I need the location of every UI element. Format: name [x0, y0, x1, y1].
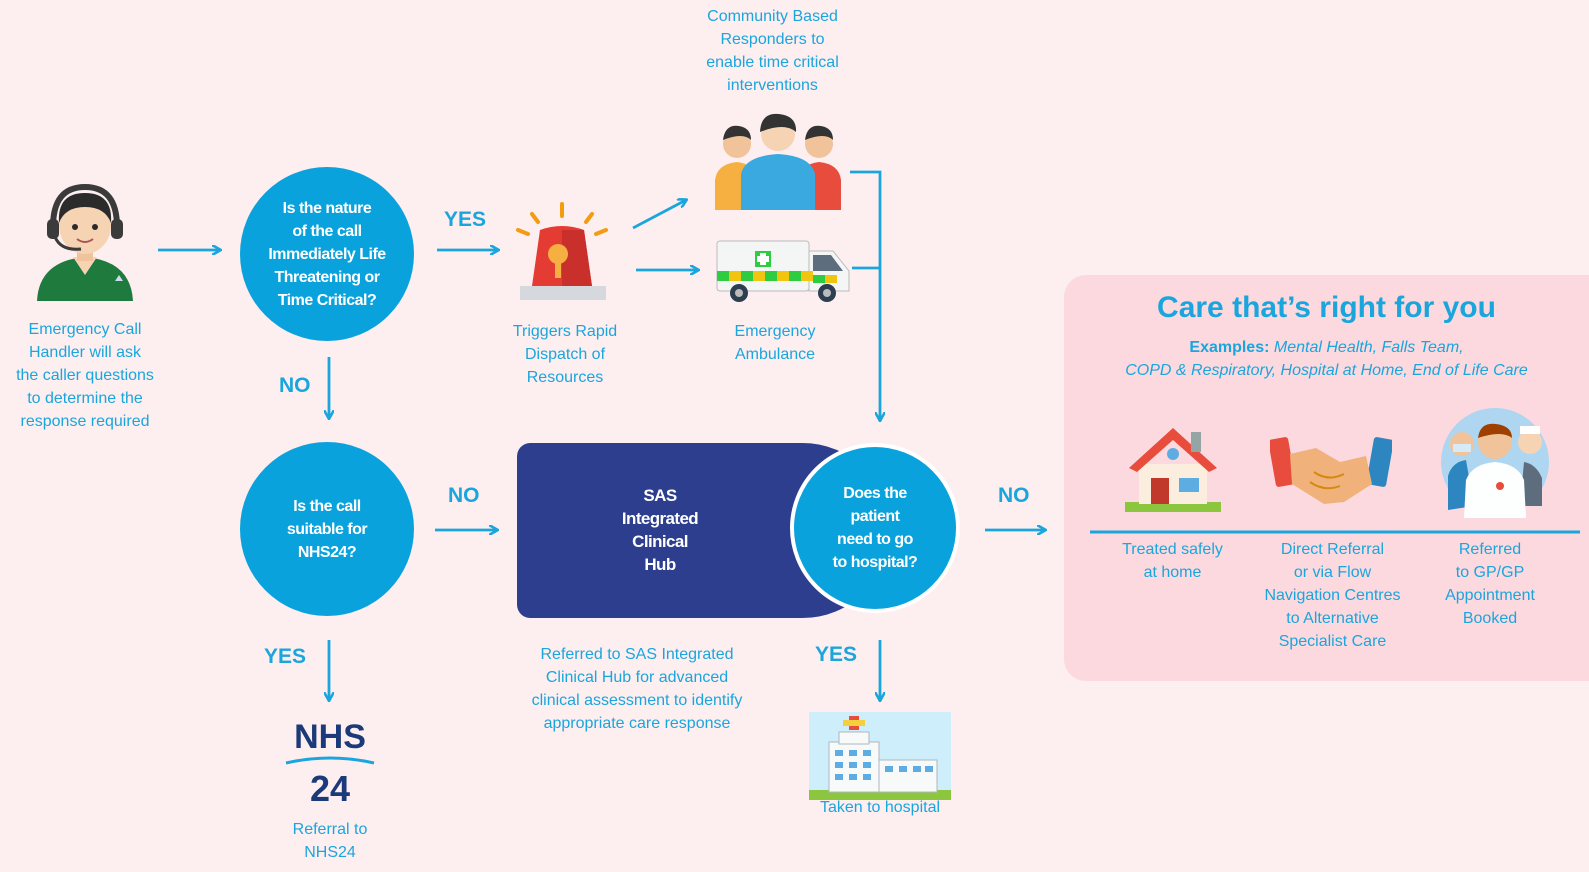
- question-line: need to go: [837, 531, 913, 548]
- hospital-caption: Taken to hospital: [819, 799, 941, 816]
- caption-line: Triggers Rapid: [512, 323, 618, 340]
- question-hospital: Does the patient need to go to hospital?: [790, 443, 960, 613]
- nhs24-logo-top: NHS: [294, 718, 366, 756]
- examples-line: COPD & Respiratory, Hospital at Home, En…: [1125, 362, 1528, 379]
- question-line: Immediately Life: [268, 245, 386, 263]
- question-life-threatening: Is the nature of the call Immediately Li…: [240, 167, 414, 341]
- caption-line: to determine the: [27, 390, 143, 407]
- question-line: to hospital?: [832, 554, 918, 571]
- caption-line: Resources: [526, 369, 604, 386]
- question-line: patient: [850, 508, 900, 525]
- question-line: Is the call: [293, 497, 361, 515]
- care-title: Care that’s right for you: [1157, 291, 1496, 324]
- caption-line: Direct Referral: [1280, 541, 1385, 558]
- caption-line: the caller questions: [16, 367, 154, 384]
- siren-icon: [516, 202, 608, 300]
- caption-line: or via Flow: [1293, 564, 1372, 581]
- question-line: of the call: [292, 222, 362, 240]
- hub-title: SAS Integrated Clinical Hub: [590, 484, 730, 576]
- caption-line: at home: [1143, 564, 1202, 581]
- label-no-nhs24-question: NO: [279, 374, 311, 397]
- question-line: suitable for: [286, 520, 368, 538]
- hospital-building-icon: [809, 712, 951, 800]
- caption-line: appropriate care response: [543, 715, 731, 732]
- caption-line: Booked: [1462, 610, 1518, 627]
- caption-line: Dispatch of: [524, 346, 606, 363]
- question-line: Is the nature: [282, 199, 372, 217]
- label-yes-nhs24: YES: [264, 645, 307, 668]
- nhs24-caption: Referral to NHS24: [265, 818, 395, 864]
- caption-line: response required: [20, 413, 150, 430]
- caption-line: Responders to: [720, 31, 825, 48]
- question-line: Does the: [843, 485, 907, 502]
- caption-line: Referral to: [292, 821, 368, 838]
- hub-title-line: Integrated: [621, 509, 699, 528]
- arrow-dispatch-to-responders: [632, 200, 686, 230]
- caption-line: NHS24: [304, 844, 356, 861]
- caption-line: Handler will ask: [28, 344, 142, 361]
- call-handler-caption: Emergency Call Handler will ask the call…: [0, 318, 170, 433]
- doctors-icon: [1441, 408, 1549, 518]
- responders-caption: Community Based Responders to enable tim…: [685, 5, 860, 97]
- handshake-icon: [1270, 437, 1392, 504]
- caption-line: to Alternative: [1286, 610, 1379, 627]
- hub-title-line: SAS: [643, 486, 677, 505]
- care-option-referral: Direct Referral or via Flow Navigation C…: [1245, 538, 1420, 653]
- ambulance-caption: Emergency Ambulance: [700, 320, 850, 366]
- call-handler-icon: [37, 183, 133, 301]
- label-no-hub: NO: [448, 484, 480, 507]
- hub-title-line: Hub: [644, 555, 676, 574]
- caption-line: Referred to SAS Integrated: [540, 646, 734, 663]
- caption-line: Emergency: [734, 323, 816, 340]
- caption-line: Referred: [1458, 541, 1522, 558]
- people-group-icon: [715, 113, 841, 210]
- caption-line: Treated safely: [1122, 541, 1223, 558]
- label-no-care: NO: [998, 484, 1030, 507]
- caption-line: Community Based: [707, 8, 838, 25]
- caption-line: Emergency Call: [28, 321, 142, 338]
- caption-line: Navigation Centres: [1264, 587, 1401, 604]
- care-option-home: Treated safely at home: [1100, 538, 1245, 584]
- question-line: Threatening or: [274, 268, 380, 286]
- ambulance-icon: [716, 240, 850, 302]
- nhs24-logo: NHS 24: [282, 718, 378, 809]
- care-divider: [1090, 530, 1580, 534]
- care-examples: Examples: Mental Health, Falls Team, COP…: [1064, 336, 1589, 382]
- connector-responders-to-hub: [850, 170, 880, 420]
- caption-line: Appointment: [1445, 587, 1535, 604]
- hub-title-line: Clinical: [632, 532, 688, 551]
- caption-line: Specialist Care: [1278, 633, 1387, 650]
- question-line: Time Critical?: [277, 291, 377, 309]
- caption-line: interventions: [727, 77, 818, 94]
- care-option-gp: Referred to GP/GP Appointment Booked: [1420, 538, 1560, 630]
- dispatch-caption: Triggers Rapid Dispatch of Resources: [490, 320, 640, 389]
- question-nhs24: Is the call suitable for NHS24?: [240, 442, 414, 616]
- caption-line: Ambulance: [734, 346, 816, 363]
- hub-caption: Referred to SAS Integrated Clinical Hub …: [512, 643, 762, 735]
- caption-line: enable time critical: [706, 54, 839, 71]
- nhs24-wave-icon: [285, 756, 375, 765]
- examples-line: Mental Health, Falls Team,: [1273, 339, 1464, 356]
- house-icon: [1125, 428, 1221, 512]
- examples-label: Examples:: [1189, 339, 1270, 356]
- nhs24-logo-bottom: 24: [309, 768, 351, 809]
- label-yes-hospital: YES: [815, 643, 858, 666]
- question-line: NHS24?: [297, 543, 357, 561]
- caption-line: clinical assessment to identify: [531, 692, 743, 709]
- caption-line: Clinical Hub for advanced: [545, 669, 729, 686]
- label-yes-dispatch: YES: [444, 208, 487, 231]
- caption-line: to GP/GP: [1455, 564, 1525, 581]
